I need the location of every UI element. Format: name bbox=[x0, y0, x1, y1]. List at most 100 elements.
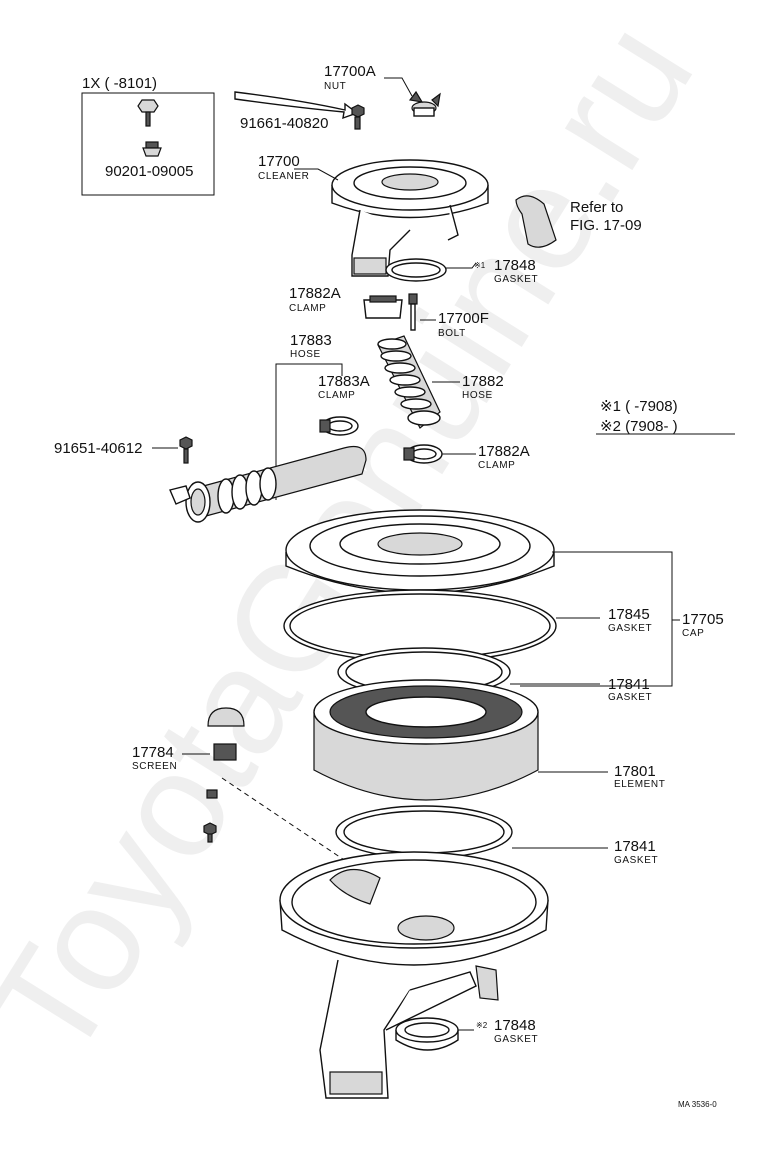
cleaner-name: CLEANER bbox=[258, 171, 309, 182]
leader-cleaner bbox=[294, 168, 339, 181]
clamp-bottom-screw bbox=[403, 447, 415, 461]
gasket-845-name: GASKET bbox=[608, 623, 652, 634]
inset-pointer-arrow bbox=[234, 91, 359, 120]
bolt-shank bbox=[410, 303, 416, 331]
gasket-841-bottom-inner bbox=[343, 810, 505, 854]
gasket-841-top-name: GASKET bbox=[608, 692, 652, 703]
clamp-bottom-icon bbox=[403, 444, 443, 464]
screen-nut bbox=[206, 789, 218, 799]
bolt-number: 17700F bbox=[438, 310, 489, 327]
refer-line1: Refer to bbox=[570, 199, 623, 216]
side-bolt-shank bbox=[183, 448, 189, 464]
figure-code: MA 3536-0 bbox=[678, 1100, 717, 1109]
bolt-head bbox=[408, 293, 418, 305]
clamp-883a-name: CLAMP bbox=[318, 390, 355, 401]
nut-number: 17700A bbox=[324, 63, 376, 80]
small-bolt-icon bbox=[351, 104, 365, 130]
hose-883-rib-4 bbox=[259, 467, 277, 501]
small-bolt-shank bbox=[354, 116, 361, 130]
hose-882-rib-6 bbox=[400, 398, 432, 410]
cleaner-number: 17700 bbox=[258, 153, 300, 170]
bolt-name: BOLT bbox=[438, 328, 466, 339]
clamp-bottom-inner bbox=[411, 448, 437, 460]
hose-883-opening bbox=[190, 488, 206, 516]
inset-part-lower: 90201-09005 bbox=[105, 163, 193, 180]
side-bolt-head bbox=[179, 436, 193, 450]
housing-fin bbox=[329, 868, 381, 905]
clamp-a-bottom-number: 17882A bbox=[478, 443, 530, 460]
screen-screw-head bbox=[203, 822, 217, 836]
inset-nut-icon bbox=[145, 141, 159, 149]
cap-name: CAP bbox=[682, 628, 704, 639]
hose-882-rib-4 bbox=[389, 374, 421, 386]
screen-body bbox=[213, 743, 237, 761]
housing-snorkel-mouth bbox=[329, 1071, 383, 1095]
cap-number: 17705 bbox=[682, 611, 724, 628]
hose-882-rib-2 bbox=[380, 350, 412, 362]
inset-panel: 1X ( -8101) 90201-09005 bbox=[81, 75, 215, 196]
clamp-a-top-number: 17882A bbox=[289, 285, 341, 302]
inset-part-upper: 91661-40820 bbox=[240, 115, 328, 132]
hose-882-number: 17882 bbox=[462, 373, 504, 390]
hose-882-end bbox=[407, 410, 441, 426]
hose-883-icon bbox=[169, 445, 367, 523]
gasket-bottom-number: 17848 bbox=[494, 1017, 536, 1034]
screen-screw-shank bbox=[207, 833, 213, 843]
nut-name: NUT bbox=[324, 81, 346, 92]
gasket-841-bottom-number: 17841 bbox=[614, 838, 656, 855]
screen-icon bbox=[203, 707, 245, 843]
clamp-883a-number: 17883A bbox=[318, 373, 370, 390]
housing-snorkel bbox=[319, 959, 411, 1099]
note-2: ※2 (7908- ) bbox=[600, 418, 678, 435]
cap-center bbox=[377, 532, 463, 556]
clamp-top-icon bbox=[363, 295, 403, 319]
gasket-bottom-inner bbox=[404, 1022, 450, 1038]
element-core bbox=[365, 696, 487, 728]
leader-nut bbox=[384, 77, 413, 97]
gasket-top-name: GASKET bbox=[494, 274, 538, 285]
hose-882-rib-3 bbox=[384, 362, 416, 374]
strap-icon bbox=[515, 195, 557, 248]
screen-dome bbox=[207, 707, 245, 727]
element-name: ELEMENT bbox=[614, 779, 665, 790]
cleaner-top-snorkel-mouth bbox=[353, 257, 387, 275]
hose-882-name: HOSE bbox=[462, 390, 493, 401]
inset-nut-base bbox=[142, 147, 162, 157]
hose-882-rib-5 bbox=[394, 386, 426, 398]
leader-cap-bracket bbox=[520, 551, 673, 687]
housing-bracket bbox=[385, 971, 477, 1031]
cleaner-housing-bottom bbox=[279, 851, 549, 1099]
hose-883-tab bbox=[169, 485, 191, 505]
clamp-883a-inner bbox=[327, 420, 353, 432]
refer-line2: FIG. 17-09 bbox=[570, 217, 642, 234]
leader-gasket-top bbox=[446, 262, 477, 269]
housing-outlet bbox=[397, 915, 455, 941]
gasket-841-top-number: 17841 bbox=[608, 676, 650, 693]
small-bolt-head bbox=[351, 104, 365, 118]
clamp-883a-screw bbox=[319, 419, 331, 433]
clamp-top-band bbox=[363, 299, 403, 319]
hose-883-name: HOSE bbox=[290, 349, 321, 360]
hose-882-rib-1 bbox=[377, 338, 407, 350]
gasket-top-ring-inner bbox=[391, 262, 441, 278]
gasket-bottom-prefix: ※2 bbox=[476, 1021, 488, 1030]
inset-bolt-icon bbox=[137, 99, 159, 113]
inset-title: 1X ( -8101) bbox=[82, 75, 157, 92]
bolt-icon bbox=[408, 293, 418, 331]
clamp-top-screw bbox=[369, 295, 397, 303]
screen-number: 17784 bbox=[132, 744, 174, 761]
hose-882-icon bbox=[377, 335, 441, 429]
side-bolt-number: 91651-40612 bbox=[54, 440, 142, 457]
cleaner-top-latch bbox=[447, 204, 459, 241]
screen-name: SCREEN bbox=[132, 761, 177, 772]
cap-icon bbox=[285, 509, 555, 594]
gasket-bottom-name: GASKET bbox=[494, 1034, 538, 1045]
element-number: 17801 bbox=[614, 763, 656, 780]
wing-nut-base bbox=[413, 107, 435, 117]
gasket-841-bottom-name: GASKET bbox=[614, 855, 658, 866]
element-icon bbox=[313, 679, 539, 801]
gasket-top-prefix: ※1 bbox=[474, 261, 486, 270]
leader-hose-883 bbox=[275, 363, 343, 500]
gasket-top-number: 17848 bbox=[494, 257, 536, 274]
